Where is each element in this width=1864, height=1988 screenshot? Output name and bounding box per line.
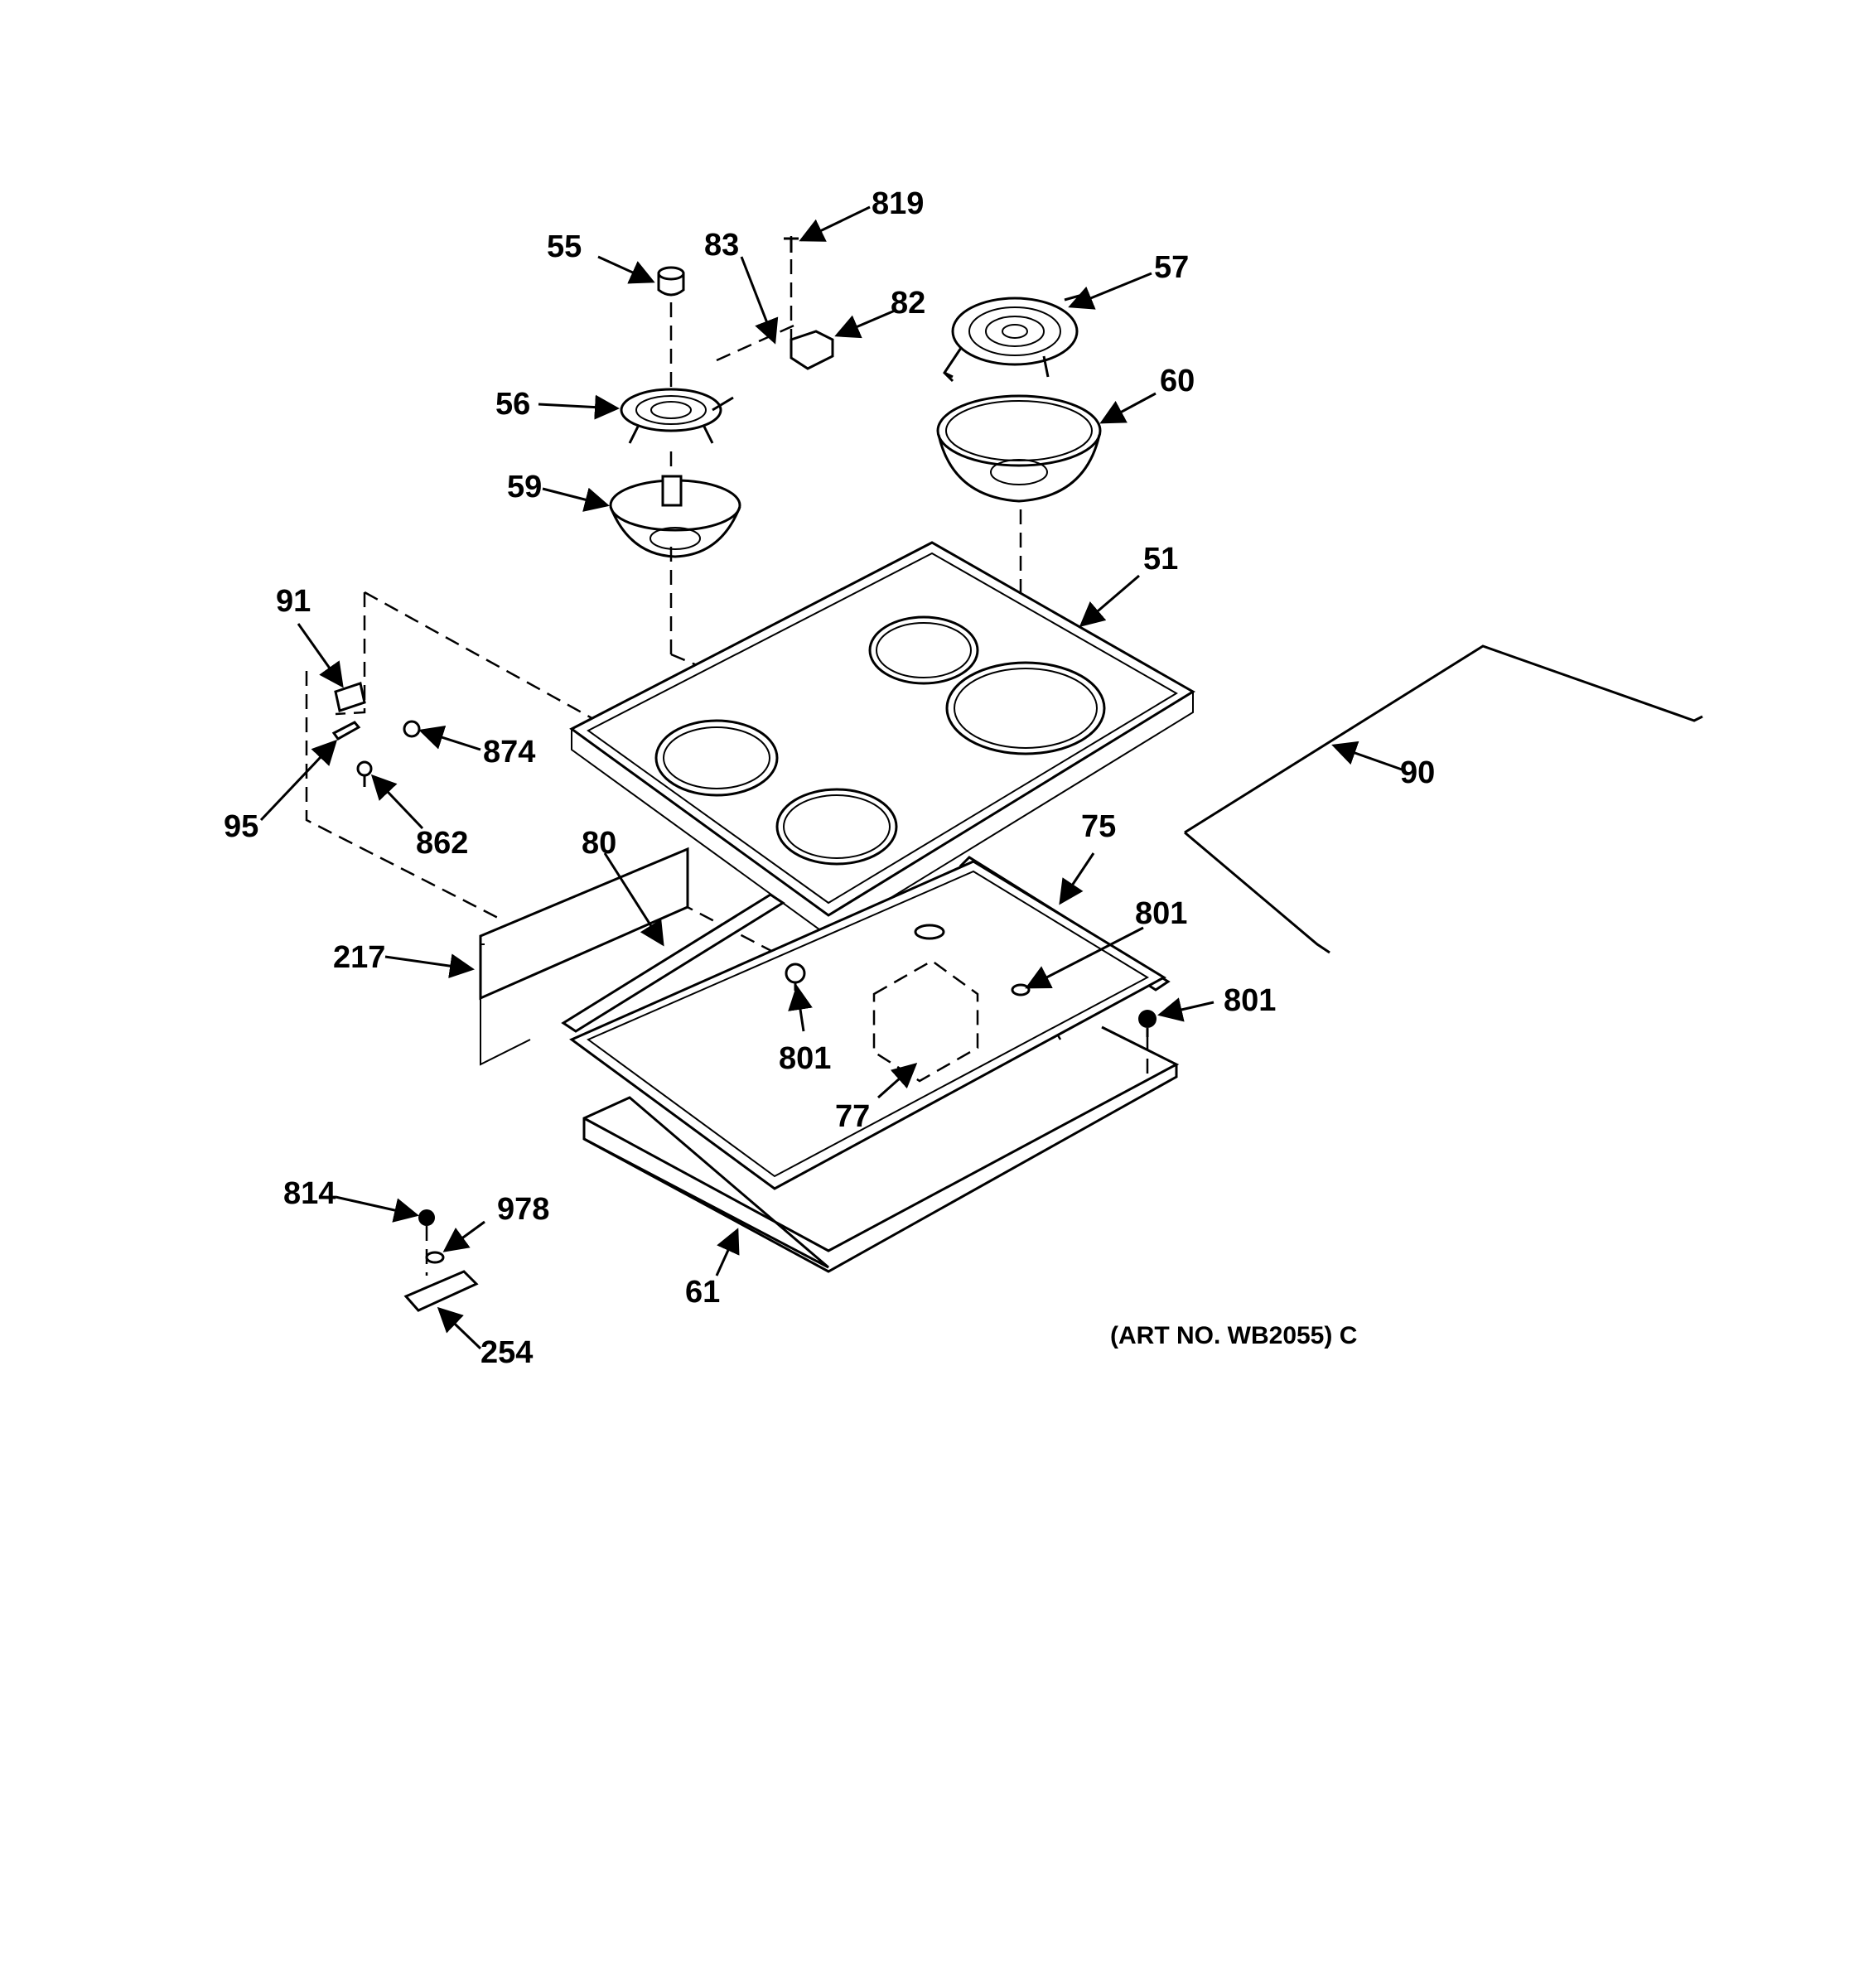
panel-217 bbox=[479, 847, 689, 1066]
drip-pan-59 bbox=[609, 475, 741, 558]
callout-51: 51 bbox=[1143, 542, 1178, 577]
callout-60: 60 bbox=[1160, 364, 1195, 398]
callout-801-lower: 801 bbox=[779, 1041, 831, 1076]
drip-pan-60 bbox=[936, 394, 1102, 503]
callout-874: 874 bbox=[483, 735, 535, 770]
callout-90: 90 bbox=[1400, 755, 1435, 790]
surface-unit-56 bbox=[620, 388, 734, 444]
knob-55 bbox=[657, 266, 685, 297]
screw-862 bbox=[356, 760, 373, 787]
callout-59: 59 bbox=[507, 470, 542, 504]
callout-254: 254 bbox=[480, 1335, 533, 1370]
callout-801-right: 801 bbox=[1224, 983, 1276, 1018]
callout-91: 91 bbox=[276, 584, 311, 619]
screw-814 bbox=[418, 1209, 435, 1226]
callout-217: 217 bbox=[333, 940, 385, 975]
leader-arrows bbox=[259, 205, 1405, 1350]
callout-819: 819 bbox=[872, 186, 924, 221]
wire-90 bbox=[1184, 644, 1703, 954]
callout-801-upper: 801 bbox=[1135, 896, 1187, 931]
callout-82: 82 bbox=[891, 286, 925, 321]
terminal-block-254 bbox=[403, 1270, 479, 1312]
screw-819 bbox=[784, 237, 799, 253]
clip-95 bbox=[331, 721, 361, 741]
callout-814: 814 bbox=[283, 1176, 336, 1211]
callout-55: 55 bbox=[547, 229, 582, 264]
callout-862: 862 bbox=[416, 826, 468, 861]
callout-77: 77 bbox=[835, 1099, 870, 1134]
receptacle-82 bbox=[790, 330, 834, 370]
callout-95: 95 bbox=[224, 809, 258, 844]
bottom-pan-61 bbox=[582, 1025, 1180, 1273]
bracket-91 bbox=[334, 682, 366, 712]
callout-56: 56 bbox=[495, 387, 530, 422]
tray-61 bbox=[569, 860, 1167, 1190]
box-77 bbox=[872, 924, 979, 1083]
callout-83: 83 bbox=[704, 228, 739, 263]
screw-874 bbox=[403, 720, 421, 738]
callout-61: 61 bbox=[685, 1275, 720, 1310]
screw-801-mid bbox=[1011, 983, 1031, 996]
washer-978 bbox=[425, 1251, 445, 1264]
callout-80: 80 bbox=[582, 826, 616, 861]
surface-unit-57 bbox=[943, 292, 1086, 383]
callout-57: 57 bbox=[1154, 250, 1189, 285]
art-number: (ART NO. WB2055) C bbox=[1110, 1322, 1357, 1349]
rail-80 bbox=[561, 893, 785, 1033]
screw-801-right bbox=[1138, 1010, 1157, 1037]
callout-75: 75 bbox=[1081, 809, 1116, 844]
callout-978: 978 bbox=[497, 1192, 549, 1227]
